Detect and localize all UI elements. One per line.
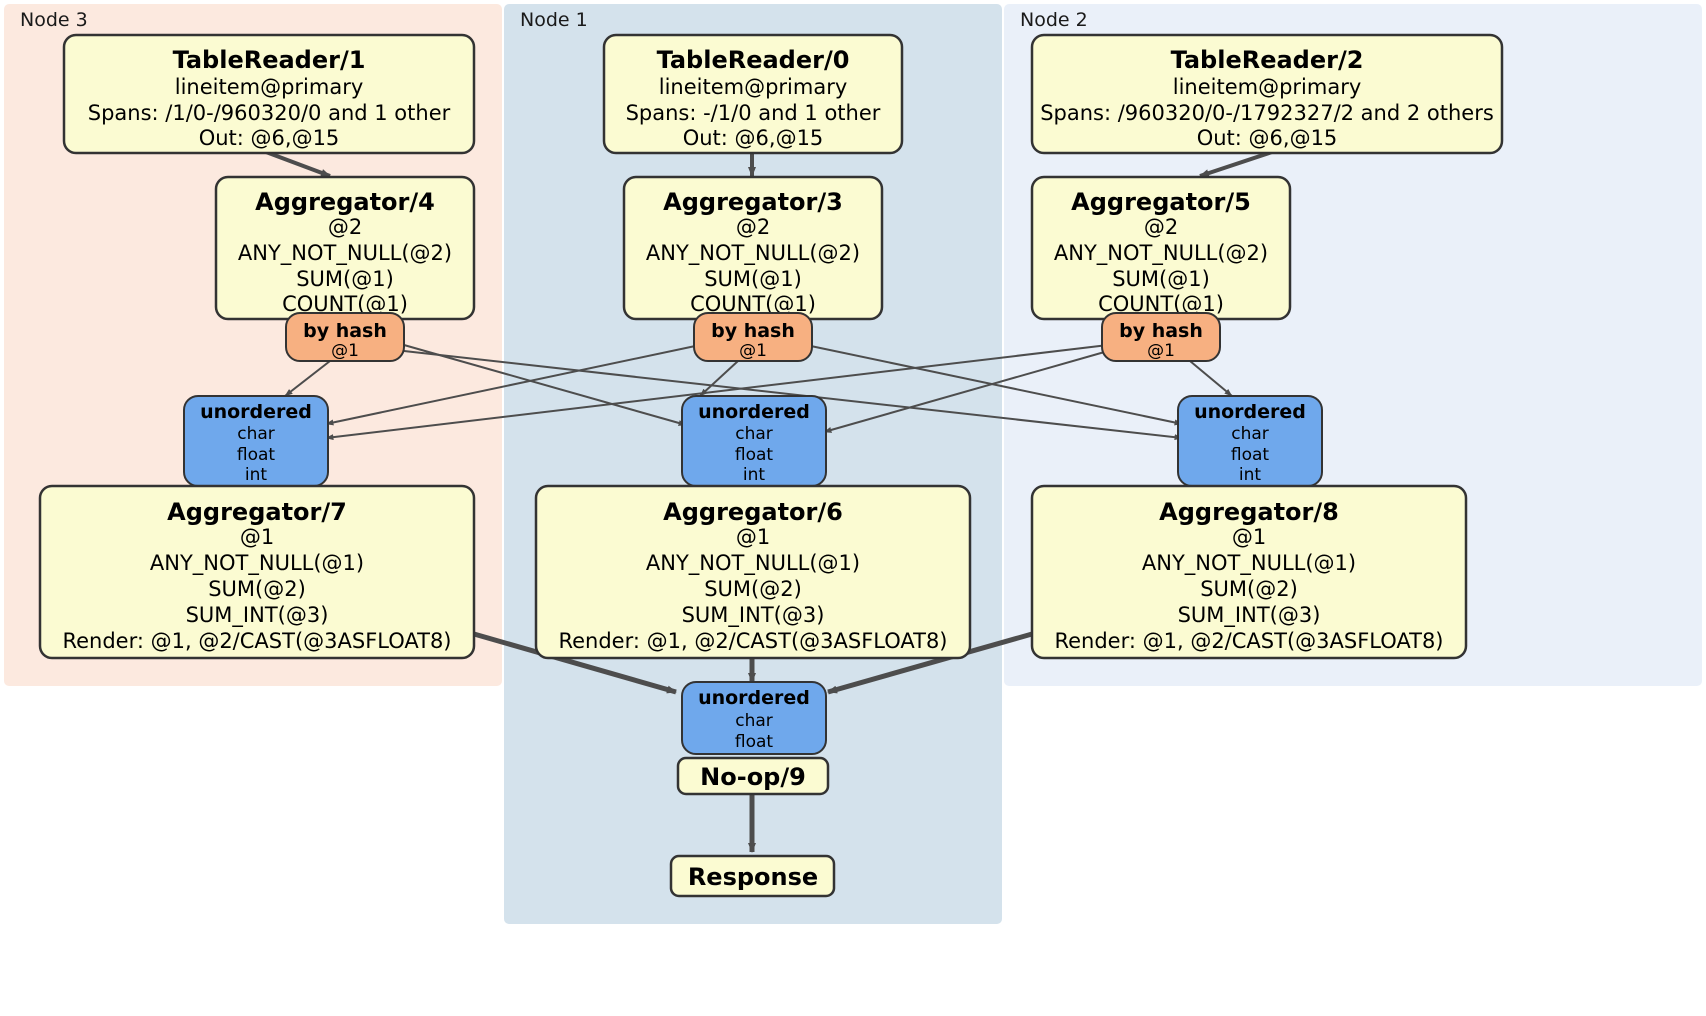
unordered-node3-title: unordered xyxy=(200,401,312,423)
aggregator-8-line-0: @1 xyxy=(1232,525,1266,549)
table-reader-2-line-0: lineitem@primary xyxy=(1173,75,1362,99)
aggregator-5-line-2: SUM(@1) xyxy=(1112,267,1210,291)
table-reader-0-line-2: Out: @6,@15 xyxy=(683,126,824,150)
processor-response[interactable]: Response xyxy=(669,854,836,898)
by-hash-node2-title: by hash xyxy=(1119,320,1203,342)
router-unordered-final[interactable]: unordered char float xyxy=(681,681,827,755)
aggregator-7-title: Aggregator/7 xyxy=(167,498,347,526)
aggregator-4-line-0: @2 xyxy=(328,215,362,239)
table-reader-0-line-0: lineitem@primary xyxy=(659,75,848,99)
aggregator-5-line-1: ANY_NOT_NULL(@2) xyxy=(1054,241,1268,266)
aggregator-6-line-3: SUM_INT(@3) xyxy=(682,603,825,628)
unordered-node1-line-0: char xyxy=(735,424,773,444)
panel-node3-label: Node 3 xyxy=(20,9,88,31)
aggregator-7-line-1: ANY_NOT_NULL(@1) xyxy=(150,551,364,576)
by-hash-node1-title: by hash xyxy=(711,320,795,342)
unordered-node2-line-2: int xyxy=(1239,465,1261,485)
by-hash-node3-title: by hash xyxy=(303,320,387,342)
table-reader-2-line-1: Spans: /960320/0-/1792327/2 and 2 others xyxy=(1040,101,1494,125)
unordered-node3-line-0: char xyxy=(237,424,275,444)
aggregator-4-title: Aggregator/4 xyxy=(255,188,435,216)
unordered-node3-line-2: int xyxy=(245,465,267,485)
aggregator-4-line-2: SUM(@1) xyxy=(296,267,394,291)
by-hash-node2-line-0: @1 xyxy=(1147,341,1175,361)
aggregator-5-line-0: @2 xyxy=(1144,215,1178,239)
edges-agg-to-final xyxy=(473,631,1033,695)
unordered-node3-line-1: float xyxy=(237,445,276,465)
aggregator-3-title: Aggregator/3 xyxy=(663,188,843,216)
aggregator-6-line-0: @1 xyxy=(736,525,770,549)
aggregator-6-title: Aggregator/6 xyxy=(663,498,843,526)
unordered-node1-line-2: int xyxy=(743,465,765,485)
table-reader-1-line-1: Spans: /1/0-/960320/0 and 1 other xyxy=(88,101,451,125)
unordered-final-title: unordered xyxy=(698,687,810,709)
table-reader-2-title: TableReader/2 xyxy=(1171,46,1364,74)
processor-aggregator-3[interactable]: Aggregator/3 @2 ANY_NOT_NULL(@2) SUM(@1)… xyxy=(622,175,884,321)
processor-aggregator-5[interactable]: Aggregator/5 @2 ANY_NOT_NULL(@2) SUM(@1)… xyxy=(1030,175,1292,321)
table-reader-0-line-1: Spans: -/1/0 and 1 other xyxy=(626,101,881,125)
aggregator-3-line-0: @2 xyxy=(736,215,770,239)
processor-table-reader-2[interactable]: TableReader/2 lineitem@primary Spans: /9… xyxy=(1030,33,1504,155)
aggregator-4-line-1: ANY_NOT_NULL(@2) xyxy=(238,241,452,266)
by-hash-node1-line-0: @1 xyxy=(739,341,767,361)
aggregator-8-line-3: SUM_INT(@3) xyxy=(1178,603,1321,628)
processor-table-reader-0[interactable]: TableReader/0 lineitem@primary Spans: -/… xyxy=(602,33,904,155)
aggregator-5-title: Aggregator/5 xyxy=(1071,188,1251,216)
processor-aggregator-4[interactable]: Aggregator/4 @2 ANY_NOT_NULL(@2) SUM(@1)… xyxy=(214,175,476,321)
table-reader-1-line-0: lineitem@primary xyxy=(175,75,364,99)
table-reader-1-line-2: Out: @6,@15 xyxy=(199,126,340,150)
router-unordered-node3[interactable]: unordered char float int xyxy=(183,395,329,487)
unordered-node1-title: unordered xyxy=(698,401,810,423)
aggregator-3-line-2: SUM(@1) xyxy=(704,267,802,291)
panel-node2-label: Node 2 xyxy=(1020,9,1088,31)
aggregator-6-line-1: ANY_NOT_NULL(@1) xyxy=(646,551,860,576)
table-reader-0-title: TableReader/0 xyxy=(657,46,850,74)
aggregator-6-line-4: Render: @1, @2/CAST(@3ASFLOAT8) xyxy=(558,629,947,653)
processor-table-reader-1[interactable]: TableReader/1 lineitem@primary Spans: /1… xyxy=(62,33,476,155)
aggregator-7-line-2: SUM(@2) xyxy=(208,577,306,601)
aggregator-8-line-1: ANY_NOT_NULL(@1) xyxy=(1142,551,1356,576)
noop-9-title: No-op/9 xyxy=(700,763,806,791)
edges-hash-to-unordered xyxy=(284,344,1233,441)
unordered-final-line-1: float xyxy=(735,732,774,752)
aggregator-6-line-2: SUM(@2) xyxy=(704,577,802,601)
unordered-node1-line-1: float xyxy=(735,445,774,465)
table-reader-1-title: TableReader/1 xyxy=(173,46,366,74)
processor-noop-9[interactable]: No-op/9 xyxy=(676,756,830,796)
processor-aggregator-7[interactable]: Aggregator/7 @1 ANY_NOT_NULL(@1) SUM(@2)… xyxy=(38,484,476,660)
aggregator-8-line-4: Render: @1, @2/CAST(@3ASFLOAT8) xyxy=(1054,629,1443,653)
aggregator-7-line-3: SUM_INT(@3) xyxy=(186,603,329,628)
aggregator-7-line-0: @1 xyxy=(240,525,274,549)
unordered-node2-title: unordered xyxy=(1194,401,1306,423)
router-unordered-node1[interactable]: unordered char float int xyxy=(681,395,827,487)
unordered-node2-line-0: char xyxy=(1231,424,1269,444)
unordered-node2-line-1: float xyxy=(1231,445,1270,465)
aggregator-8-title: Aggregator/8 xyxy=(1159,498,1339,526)
by-hash-node3-line-0: @1 xyxy=(331,341,359,361)
router-unordered-node2[interactable]: unordered char float int xyxy=(1177,395,1323,487)
edges-reader-to-agg xyxy=(265,150,1273,178)
router-by-hash-node1[interactable]: by hash @1 xyxy=(693,312,813,362)
unordered-final-line-0: char xyxy=(735,711,773,731)
panel-node1-label: Node 1 xyxy=(520,9,588,31)
aggregator-8-line-2: SUM(@2) xyxy=(1200,577,1298,601)
aggregator-3-line-1: ANY_NOT_NULL(@2) xyxy=(646,241,860,266)
router-by-hash-node3[interactable]: by hash @1 xyxy=(285,312,405,362)
aggregator-7-line-4: Render: @1, @2/CAST(@3ASFLOAT8) xyxy=(62,629,451,653)
table-reader-2-line-2: Out: @6,@15 xyxy=(1197,126,1338,150)
processor-aggregator-6[interactable]: Aggregator/6 @1 ANY_NOT_NULL(@1) SUM(@2)… xyxy=(534,484,972,660)
router-by-hash-node2[interactable]: by hash @1 xyxy=(1101,312,1221,362)
response-title: Response xyxy=(688,863,818,891)
processor-aggregator-8[interactable]: Aggregator/8 @1 ANY_NOT_NULL(@1) SUM(@2)… xyxy=(1030,484,1468,660)
